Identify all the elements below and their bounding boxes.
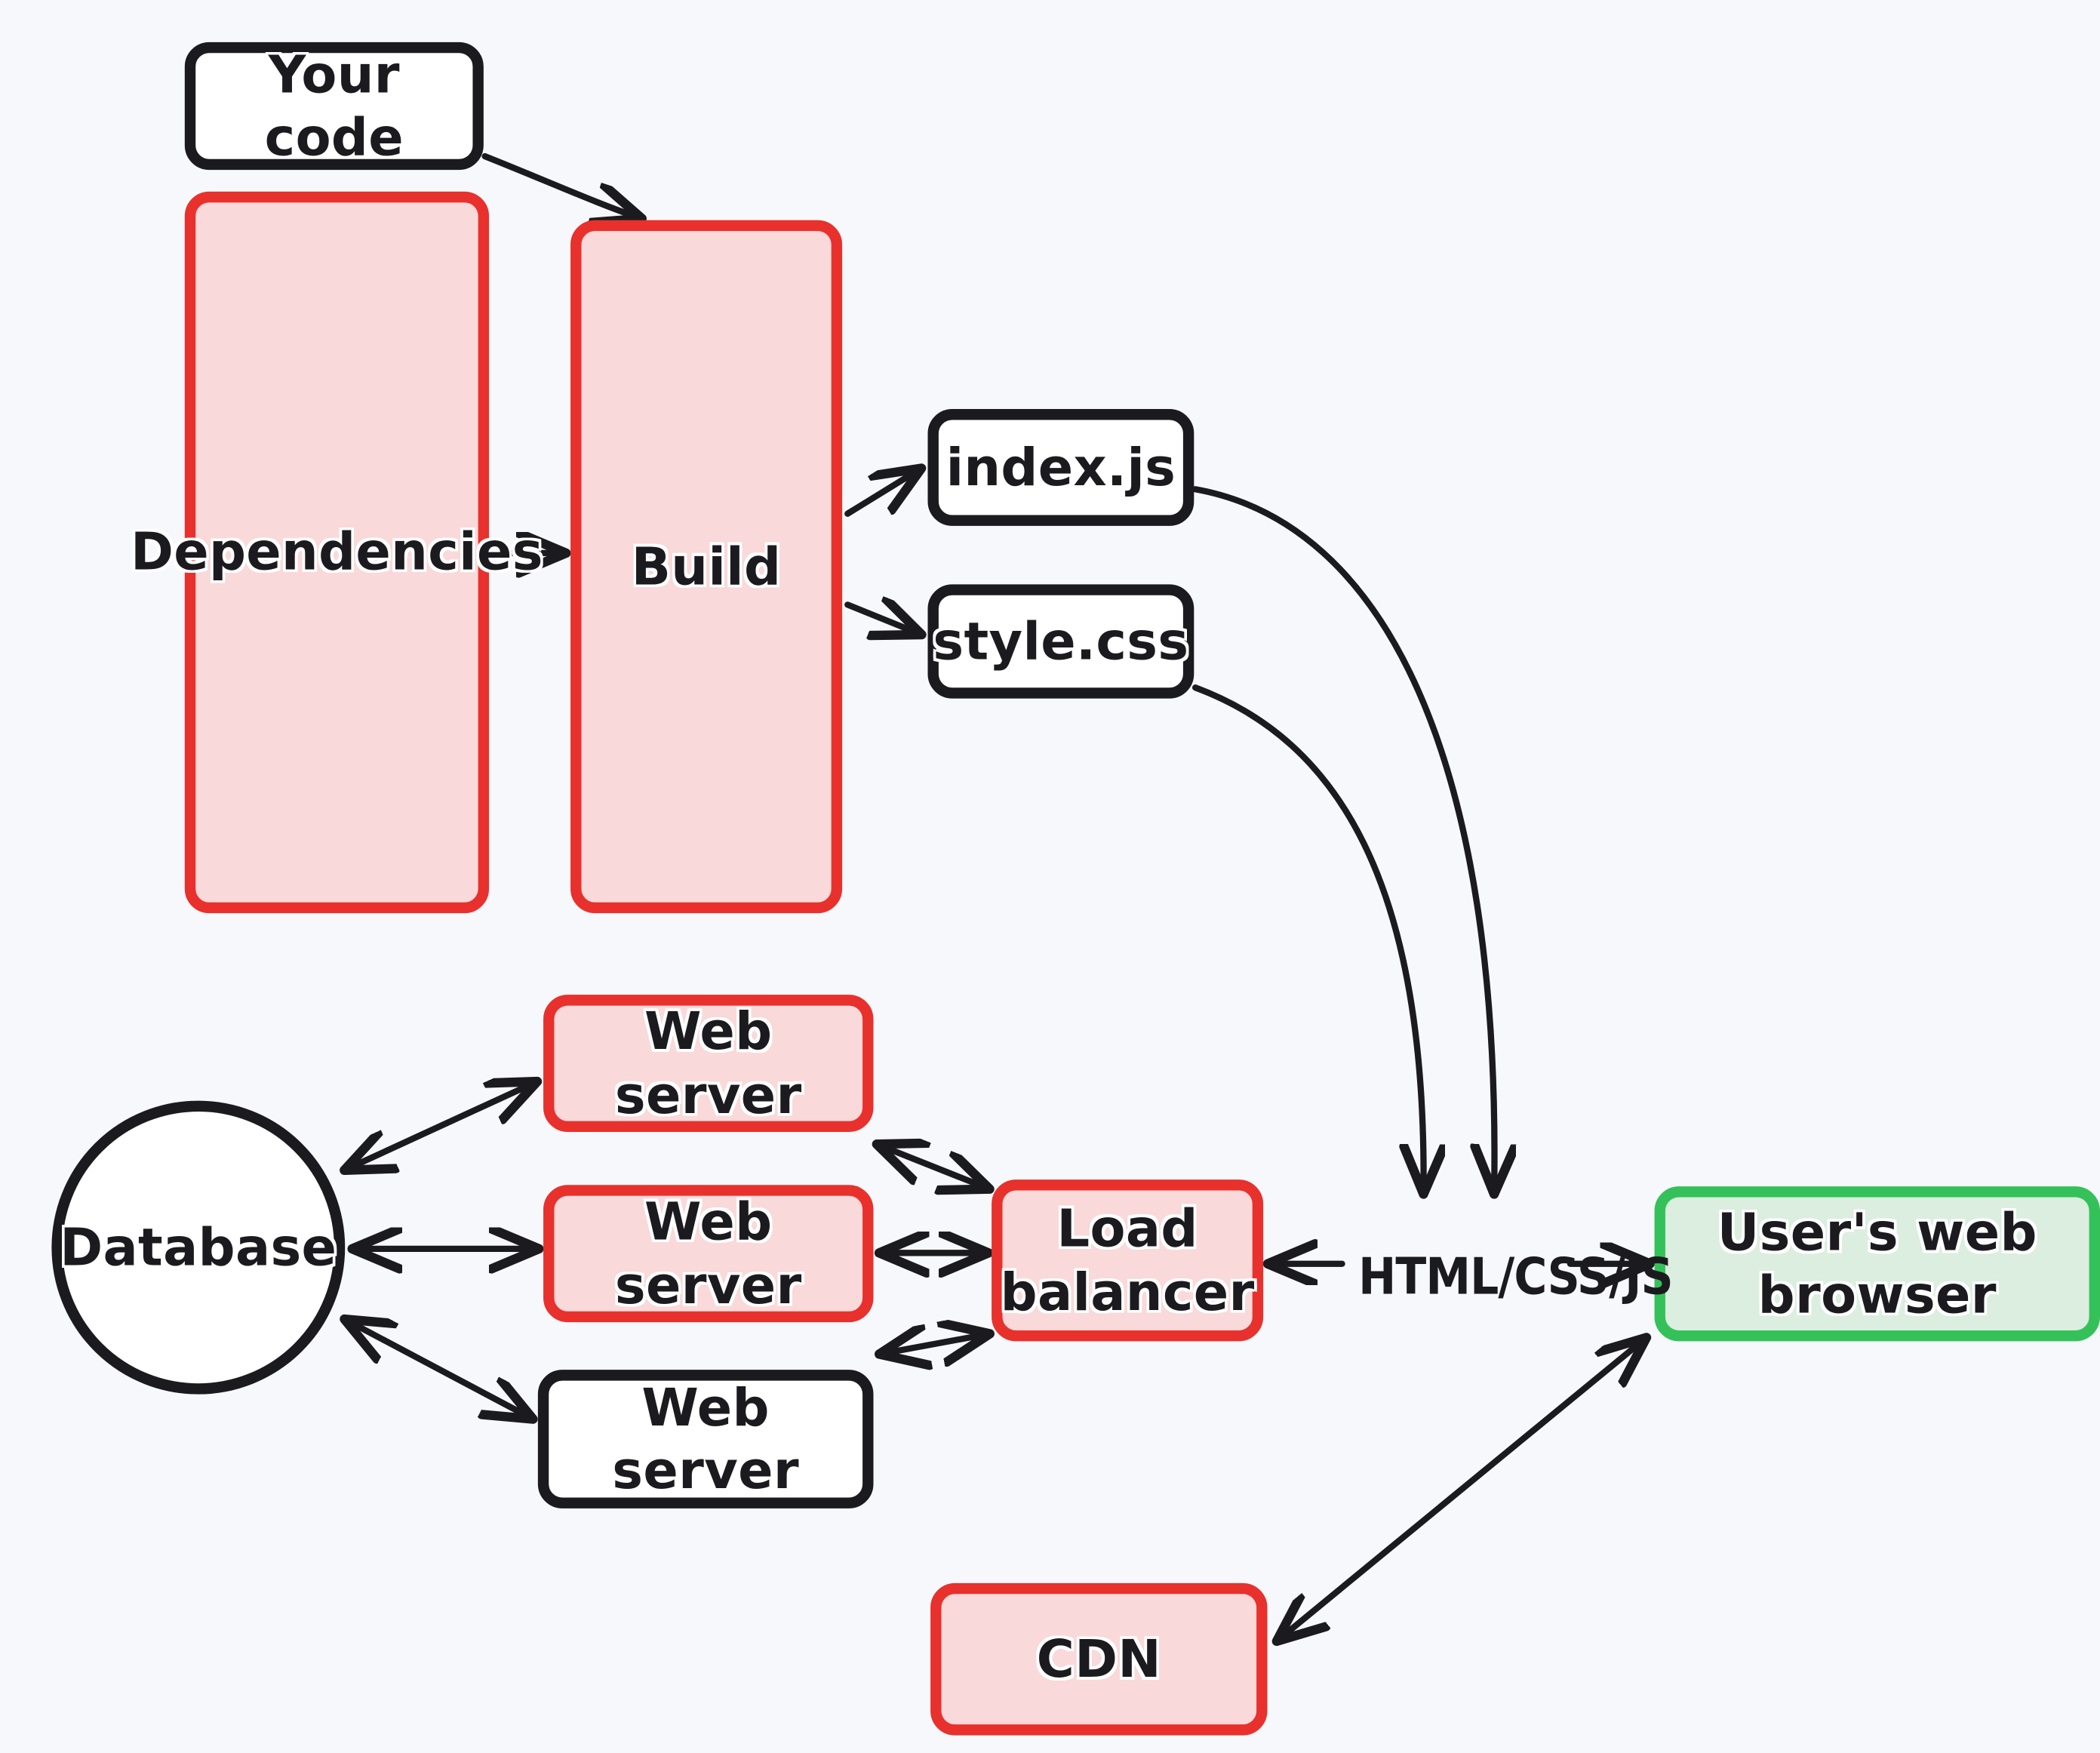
node-browser-label: User's web browser — [1717, 1202, 2037, 1325]
edge-webserver1-loadbalancer — [880, 1146, 985, 1188]
node-build-label: Build — [631, 536, 782, 597]
edge-yourcode-build — [481, 152, 638, 217]
node-cdn[interactable]: CDN — [930, 1582, 1268, 1736]
node-browser[interactable]: User's web browser — [1654, 1186, 2100, 1342]
node-load-balancer[interactable]: Load balancer — [992, 1179, 1264, 1342]
node-your-code[interactable]: Your code — [184, 42, 484, 171]
node-index-js-label: index.js — [945, 437, 1176, 497]
node-web-server-3[interactable]: Web server — [537, 1370, 874, 1509]
node-database[interactable]: Database — [51, 1100, 346, 1395]
node-build[interactable]: Build — [570, 220, 843, 914]
node-style-css[interactable]: style.css — [927, 584, 1195, 699]
node-dependencies-label: Dependencies — [131, 522, 543, 583]
node-database-label: Database — [60, 1217, 337, 1278]
edge-database-webserver1 — [348, 1083, 534, 1168]
edge-label-html-css-js: HTML/CSS/JS — [1358, 1247, 1674, 1306]
edge-webserver3-loadbalancer — [883, 1334, 986, 1353]
edge-cdn-browser — [1280, 1340, 1643, 1639]
node-style-css-label: style.css — [933, 611, 1189, 672]
edge-build-indexjs — [844, 470, 918, 517]
node-web-server-3-label: Web server — [612, 1377, 800, 1501]
node-your-code-label: Your code — [264, 44, 404, 168]
edge-stylecss-browser — [1191, 684, 1424, 1190]
node-dependencies[interactable]: Dependencies — [131, 191, 543, 914]
node-web-server-2-label: Web server — [614, 1192, 802, 1315]
node-web-server-1[interactable]: Web server — [543, 995, 874, 1133]
edge-indexjs-browser — [1191, 486, 1494, 1190]
edge-database-webserver3 — [348, 1321, 530, 1417]
node-index-js[interactable]: index.js — [927, 409, 1195, 526]
node-web-server-1-label: Web server — [614, 1001, 802, 1125]
node-cdn-label: CDN — [1036, 1628, 1161, 1690]
edge-build-stylecss — [844, 604, 918, 633]
node-web-server-2[interactable]: Web server — [543, 1185, 874, 1323]
node-load-balancer-label: Load balancer — [1000, 1198, 1255, 1322]
